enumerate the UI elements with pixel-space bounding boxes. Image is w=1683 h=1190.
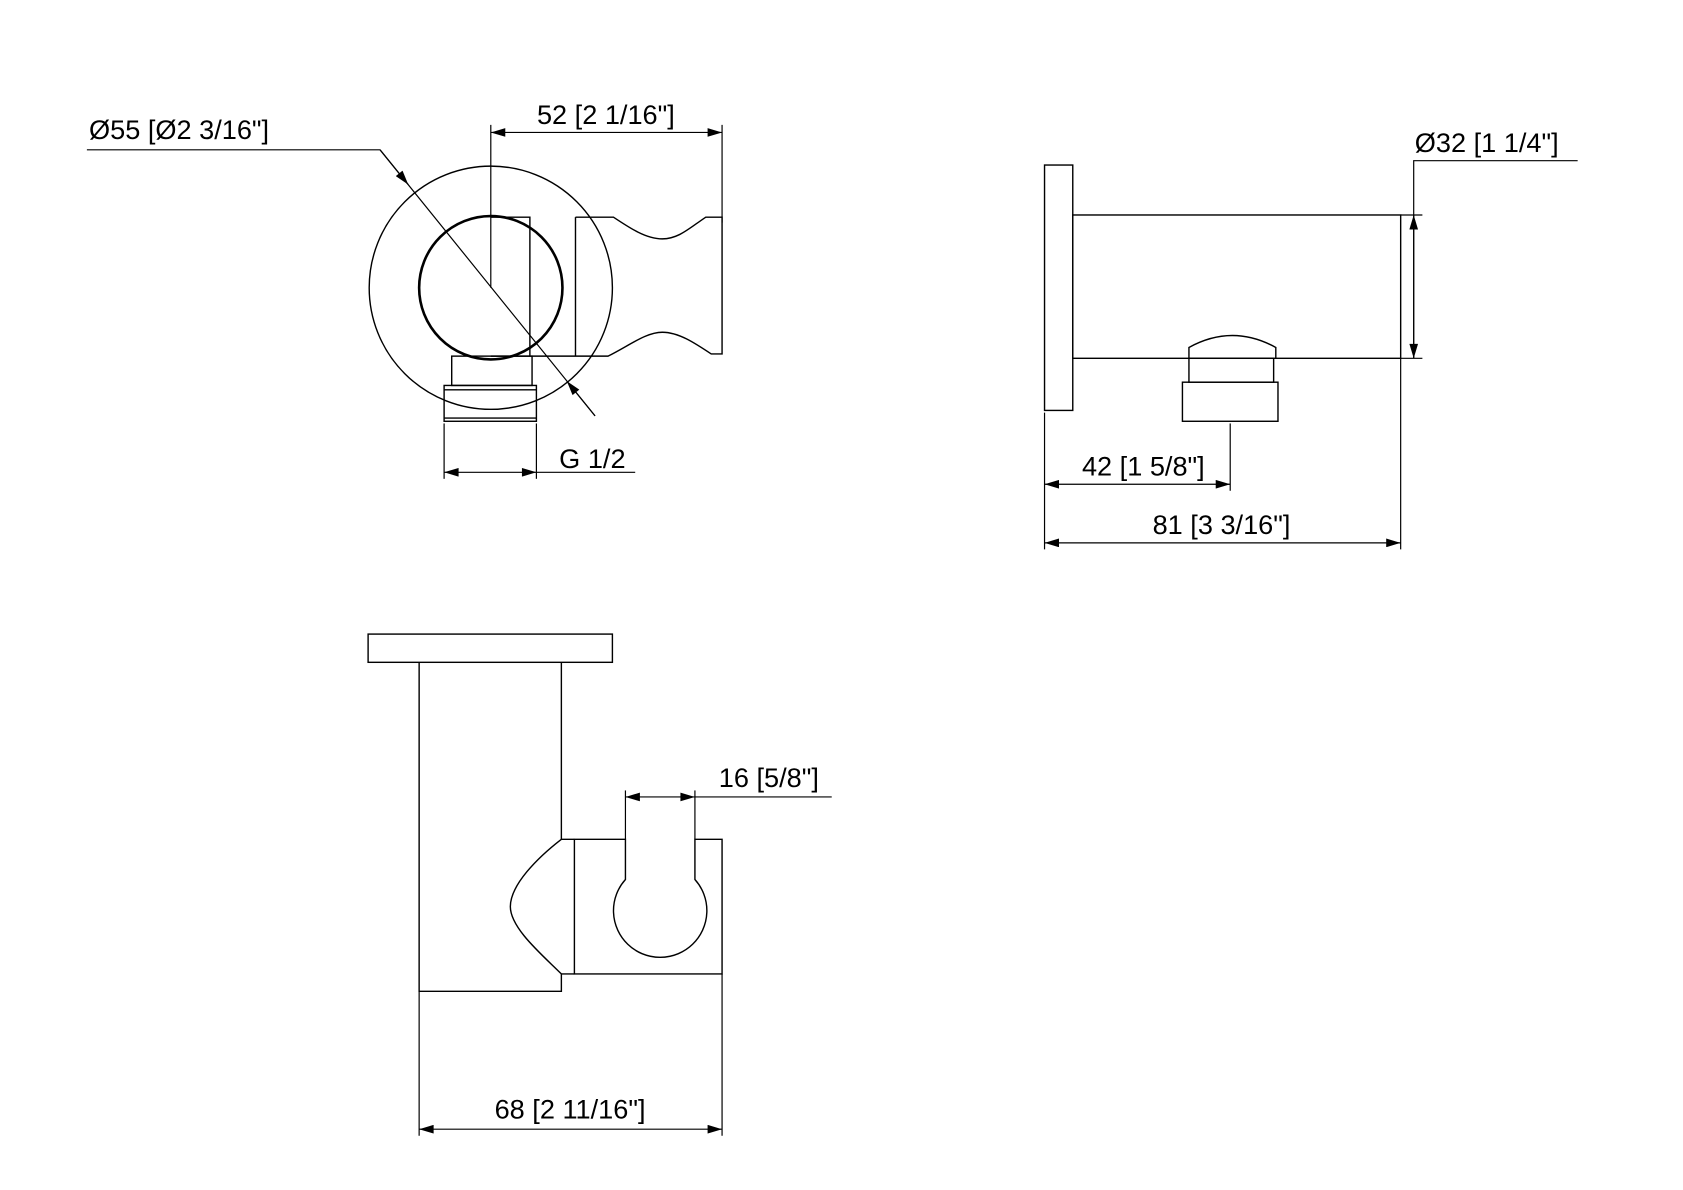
outlet-nut xyxy=(443,384,538,422)
holder-body xyxy=(573,838,723,975)
wall-flange xyxy=(1043,164,1074,412)
dim-top-depth-label: 68 [2 11/16"] xyxy=(495,1093,646,1124)
outlet-nut xyxy=(1181,381,1279,422)
side-view: Ø32 [1 1/4"] 42 [1 5/8"] 81 [3 3/16"] xyxy=(1043,127,1578,550)
top-view: 16 [5/8"] 68 [2 11/16"] xyxy=(367,633,832,1136)
dim-overall-depth-label: 81 [3 3/16"] xyxy=(1153,509,1291,540)
holder-notch xyxy=(509,838,575,975)
tube-body xyxy=(1072,214,1402,360)
front-view: 52 [2 1/16"] Ø55 [Ø2 3/16"] G 1/2 xyxy=(86,99,723,479)
dim-slot-width-label: 16 [5/8"] xyxy=(719,762,819,793)
holder-body xyxy=(490,216,723,357)
dim-diameter-label: Ø55 [Ø2 3/16"] xyxy=(89,114,269,145)
dim-outlet-offset-label: 42 [1 5/8"] xyxy=(1082,451,1205,482)
wall-flange xyxy=(367,633,614,664)
dim-tube-diameter-label: Ø32 [1 1/4"] xyxy=(1415,127,1559,158)
dim-width-label: 52 [2 1/16"] xyxy=(537,99,675,130)
dim-thread-label: G 1/2 xyxy=(559,443,625,474)
tube-body xyxy=(418,662,563,993)
outlet-dome xyxy=(1188,334,1277,359)
outlet-stem xyxy=(1188,357,1275,383)
